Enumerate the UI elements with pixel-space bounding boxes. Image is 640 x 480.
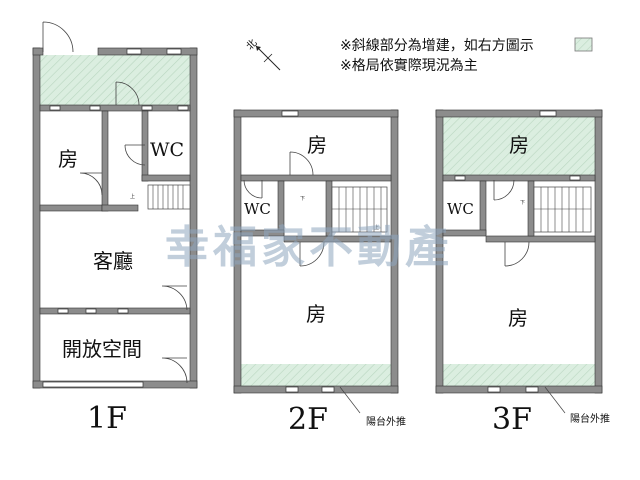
floor-1f: 上 房 WC 客廳 開放空間 1F	[32, 21, 198, 436]
f3-window-m1	[454, 175, 466, 181]
f2-window-b1	[285, 386, 299, 393]
f2-wall-wc-bottom	[240, 229, 285, 237]
f1-door-wc	[124, 144, 146, 166]
f3-label-wc: WC	[447, 200, 474, 218]
f1-door-corridor	[115, 81, 140, 106]
floor-2f: 下 上 房 WC 房 陽台外推 2F	[233, 109, 406, 437]
f1-wall-left	[32, 47, 41, 389]
f3-wall-bottom	[435, 385, 603, 394]
watermark-text: 幸福家不動產	[165, 222, 453, 273]
f3-wall-hall-bottom	[485, 235, 596, 243]
f3-staircase: 下	[520, 186, 592, 233]
f2-label-bedroom-top: 房	[307, 133, 327, 157]
f3-window-top	[539, 110, 557, 117]
f1-door-bedroom	[79, 172, 103, 196]
f2-label-wc: WC	[244, 200, 271, 218]
f3-balcony-leader	[544, 386, 566, 414]
f1-label-open-space: 開放空間	[62, 337, 142, 361]
f2-balcony-leader	[339, 386, 361, 414]
f1-floor-label: 1F	[87, 401, 127, 436]
f1-window-b3	[117, 308, 129, 314]
f2-wall-top	[233, 109, 399, 118]
f3-stair-down-label: 下	[520, 200, 525, 206]
f3-wall-wc-right	[479, 180, 487, 236]
f1-window-b1	[57, 308, 69, 314]
f2-wall-bottom	[233, 385, 399, 394]
f1-wall-bedroom-right	[101, 110, 109, 212]
f2-wall-mid	[240, 174, 392, 182]
f1-wall-wc-left	[141, 110, 149, 182]
f2-staircase: 下 上	[300, 186, 388, 233]
f3-floor-label: 3F	[492, 402, 532, 437]
f1-wall-right	[189, 47, 198, 389]
legend-line-2: ※格局依實際現況為主	[340, 57, 478, 74]
legend: ※斜線部分為增建，如右方圖示 ※格局依實際現況為主	[340, 37, 593, 74]
f1-window-top-1	[126, 48, 142, 55]
f3-window-b1	[487, 386, 501, 393]
f1-wall-top-a	[32, 47, 44, 56]
f2-balcony-note: 陽台外推	[366, 415, 406, 428]
f3-label-bedroom-main: 房	[508, 306, 528, 330]
floor-3f: 下 房 WC 房 陽台外推 3F	[435, 109, 610, 437]
f3-wall-right	[594, 109, 603, 394]
f1-label-bedroom: 房	[58, 147, 78, 171]
f3-label-bedroom-top: 房	[509, 133, 529, 157]
f1-label-living: 客廳	[93, 249, 133, 273]
f1-wall-bedroom-bottom	[39, 204, 103, 212]
legend-hatch-swatch	[574, 37, 593, 52]
f2-door-wc	[243, 179, 263, 199]
f1-window-bottom	[42, 381, 144, 388]
f3-wall-top	[435, 109, 603, 118]
f1-door-open-space	[161, 357, 188, 384]
f1-window-a4	[177, 105, 189, 111]
f2-floor-label: 2F	[288, 402, 328, 437]
f1-wall-top-b	[97, 47, 198, 56]
f1-window-b2	[85, 308, 97, 314]
f1-addition-hatch	[40, 55, 190, 105]
f3-wall-wc-bottom	[442, 229, 487, 237]
f1-staircase: 上	[130, 184, 191, 210]
f3-door-bedroom-main	[504, 241, 530, 267]
f2-window-top	[281, 110, 299, 117]
f2-stair-up-label: 上	[374, 224, 379, 231]
north-arrow-icon: 北	[244, 37, 281, 71]
f1-door-entry	[42, 21, 74, 53]
f1-window-a3	[141, 105, 153, 111]
f1-window-top-2	[166, 48, 182, 55]
f1-door-living	[161, 285, 188, 311]
f2-door-bedroom-main	[299, 241, 325, 267]
f1-wall-living-bottom	[39, 307, 191, 315]
f1-window-a2	[89, 105, 101, 111]
f2-label-bedroom-main: 房	[306, 302, 326, 326]
f3-window-b2	[525, 386, 539, 393]
f3-wall-stair-left	[527, 180, 535, 237]
f2-window-b2	[321, 386, 335, 393]
f3-balcony-note: 陽台外推	[570, 412, 610, 425]
f3-window-m2	[569, 175, 581, 181]
f1-wall-hall	[101, 204, 139, 212]
f1-wall-wc-bottom	[141, 174, 191, 182]
f1-window-a1	[49, 105, 61, 111]
f3-wall-mid	[442, 174, 596, 182]
f1-stair-up-label: 上	[130, 193, 135, 200]
f1-wall-addition	[39, 104, 191, 112]
f2-stair-down-label: 下	[300, 196, 305, 202]
f3-balcony-hatch	[443, 364, 595, 386]
f3-addition-hatch	[443, 117, 595, 175]
f3-door-bedroom-top	[493, 179, 515, 201]
f2-wall-hall-bottom	[283, 235, 392, 243]
f2-balcony-hatch	[241, 364, 391, 386]
f1-label-wc: WC	[150, 139, 184, 161]
f2-door-bedroom-top	[289, 151, 314, 176]
legend-line-1: ※斜線部分為增建，如右方圖示	[340, 38, 534, 54]
